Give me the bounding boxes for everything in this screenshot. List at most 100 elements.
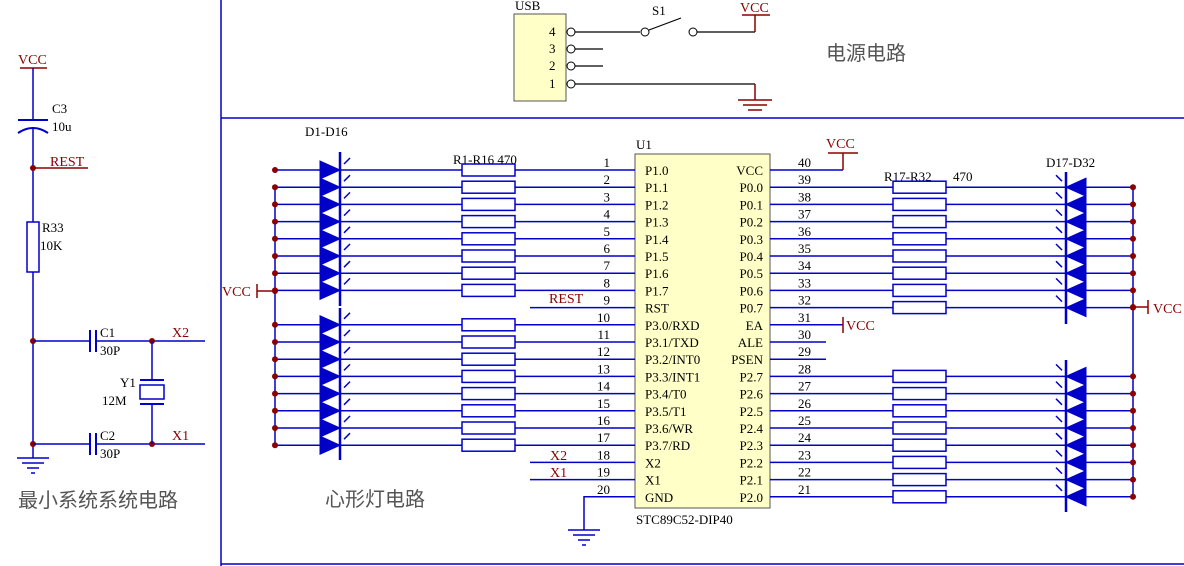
left-led-label: D1-D16 (305, 124, 348, 139)
c3-vcc-label: VCC (18, 53, 47, 68)
led-diode (1064, 366, 1087, 387)
junction (1130, 407, 1136, 414)
pin-name: ALE (738, 335, 763, 350)
pin-number: 22 (798, 465, 811, 480)
resistor (461, 352, 516, 366)
y1-value: 12M (102, 393, 127, 408)
resistor (461, 197, 516, 212)
resistor (461, 214, 516, 229)
led-diode (319, 160, 342, 180)
pin-number: 35 (798, 241, 811, 256)
junction (1130, 390, 1136, 397)
resistor (461, 386, 516, 401)
u1-left-pins: 1P1.02P1.13P1.24P1.35P1.46P1.57P1.68P1.7… (515, 155, 700, 505)
resistor (892, 214, 947, 229)
pin-name: GND (645, 490, 673, 505)
junction (272, 425, 278, 431)
resistor (892, 249, 947, 263)
usb-connector (513, 13, 567, 102)
led-light-arrow (1055, 381, 1063, 389)
led-diode (319, 332, 342, 352)
pin-number: 25 (798, 413, 811, 428)
junction (1130, 459, 1136, 466)
led-light-arrow (343, 312, 351, 320)
junction (272, 253, 278, 259)
led-diode (1064, 177, 1087, 197)
led-light-arrow (1055, 449, 1063, 457)
usb-pin-4: 4 (549, 24, 556, 39)
c1-value: 30P (100, 343, 120, 358)
resistor (892, 472, 947, 487)
resistor (461, 335, 516, 349)
usb-pin-2: 2 (549, 58, 556, 73)
pin-name: P3.7/RD (645, 438, 690, 453)
junction (272, 407, 278, 414)
pin-name: P2.3 (740, 438, 763, 453)
led-light-arrow (1055, 226, 1063, 234)
led-diode (319, 280, 342, 301)
pin-name: P1.6 (645, 266, 669, 281)
pin-number: 21 (798, 482, 811, 497)
pin-number: 18 (597, 447, 610, 462)
led-light-arrow (1055, 243, 1063, 251)
pin-number: 11 (597, 327, 610, 342)
pin-number: 4 (604, 207, 611, 222)
led-light-arrow (343, 381, 351, 389)
ground-icon (738, 84, 772, 111)
pin-number: 12 (597, 344, 610, 359)
resistor (892, 404, 947, 418)
led-diode (1064, 418, 1087, 438)
pin-number: 36 (798, 224, 812, 239)
resistor (461, 163, 516, 177)
led-light-arrow (343, 415, 351, 423)
left-resistor-array (340, 163, 516, 452)
junction (1130, 235, 1136, 242)
led-light-arrow (1055, 467, 1063, 475)
led-diode (1064, 211, 1087, 232)
resistor (461, 318, 516, 332)
led-diode (319, 194, 342, 215)
right-led-vcc-label: VCC (1153, 302, 1182, 317)
led-diode (319, 401, 342, 421)
pin-number: 37 (798, 207, 812, 222)
junction (1130, 201, 1136, 208)
pin-name: P0.6 (740, 283, 764, 298)
resistor (892, 266, 947, 280)
led-diode (1064, 401, 1087, 421)
s1-label: S1 (652, 3, 666, 18)
pin-number: 17 (597, 430, 611, 445)
junction (272, 270, 278, 277)
x1-net-label: X1 (172, 429, 189, 444)
pin-name: EA (746, 318, 764, 333)
c1-name: C1 (100, 325, 115, 340)
junction (1130, 476, 1136, 483)
ground-icon (568, 529, 600, 546)
pin-name: P1.1 (645, 180, 668, 195)
resistor (892, 197, 947, 212)
pin-name: P2.7 (740, 369, 764, 384)
pin-number: 14 (597, 379, 611, 394)
r33-value: 10K (40, 238, 63, 253)
left-led-array (272, 152, 351, 460)
led-diode (1064, 435, 1087, 455)
right-res-value: 470 (953, 169, 973, 184)
junction (1130, 425, 1136, 431)
left-led-vcc-label: VCC (222, 285, 251, 300)
junction (272, 184, 278, 191)
resistor (461, 249, 516, 263)
usb-label: USB (515, 0, 541, 13)
junction (1130, 493, 1136, 500)
led-light-arrow (343, 191, 351, 199)
pin-name: P1.5 (645, 249, 668, 264)
pin-number: 30 (798, 327, 811, 342)
led-light-arrow (343, 226, 351, 234)
pin-number: 32 (798, 293, 811, 308)
c3-name: C3 (52, 101, 67, 116)
junction (1130, 184, 1136, 191)
led-light-arrow (1055, 260, 1063, 268)
resistor (461, 283, 516, 298)
ea-vcc-label: VCC (846, 319, 875, 334)
pin-name: P3.0/RXD (645, 318, 700, 333)
power-circuit-title: 电源电路 (826, 41, 906, 65)
